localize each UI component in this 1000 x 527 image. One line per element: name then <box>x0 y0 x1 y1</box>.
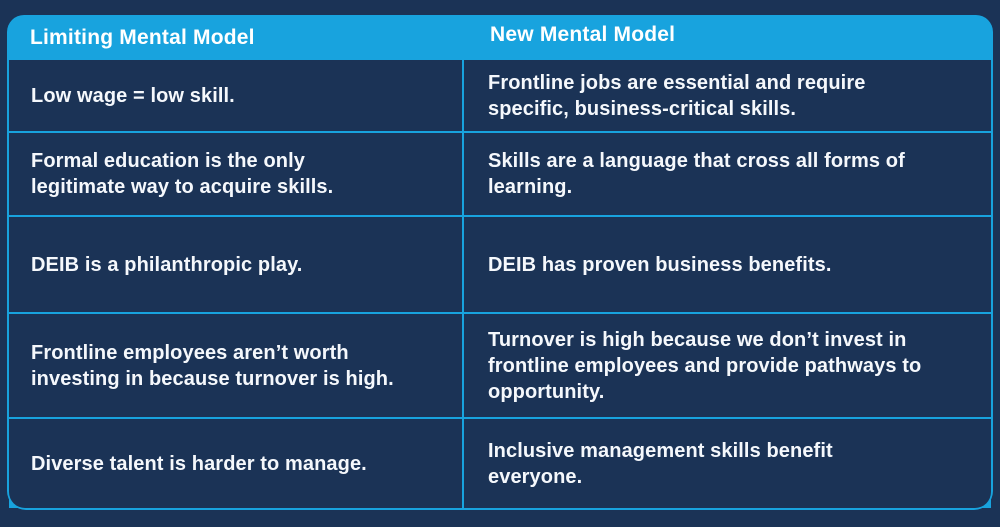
table-cell-limiting-row-2: Formal education is the only legitimate … <box>9 133 462 215</box>
table-cell-new-row-2: Skills are a language that cross all for… <box>464 133 991 215</box>
table-cell-new-row-3: DEIB has proven business benefits. <box>464 217 991 312</box>
table-header-row: Limiting Mental Model New Mental Model <box>9 15 991 60</box>
table-body: Low wage = low skill.Frontline jobs are … <box>9 60 991 508</box>
table-cell-new-row-1: Frontline jobs are essential and require… <box>464 60 991 131</box>
header-limiting-mental-model: Limiting Mental Model <box>30 25 255 49</box>
table-cell-limiting-row-5: Diverse talent is harder to manage. <box>9 419 462 508</box>
header-new-mental-model: New Mental Model <box>490 22 676 46</box>
table-cell-limiting-row-1: Low wage = low skill. <box>9 60 462 131</box>
table-cell-limiting-row-4: Frontline employees aren’t worth investi… <box>9 314 462 417</box>
table-cell-new-row-4: Turnover is high because we don’t invest… <box>464 314 991 417</box>
table-cell-limiting-row-3: DEIB is a philanthropic play. <box>9 217 462 312</box>
comparison-table: Limiting Mental Model New Mental Model L… <box>7 15 993 510</box>
table-cell-new-row-5: Inclusive management skills benefit ever… <box>464 419 991 508</box>
